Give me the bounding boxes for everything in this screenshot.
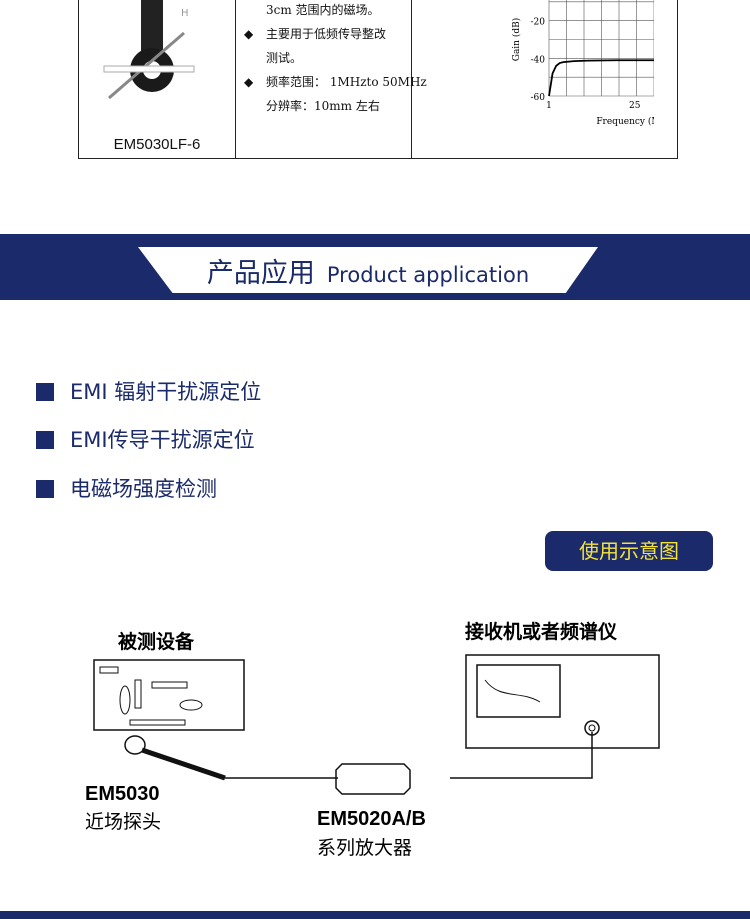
y-axis-label: Gain (dB) bbox=[511, 18, 522, 62]
feature-text: 测试。 bbox=[266, 51, 303, 65]
section-title-zh: 产品应用 bbox=[206, 258, 315, 289]
model-label: EM5030LF-6 bbox=[113, 136, 201, 153]
feature-list: 3cm 范围内的磁场。 ◆主要用于低频传导整改 测试。 ◆频率范围： 1MHzt… bbox=[244, 0, 427, 118]
probe-image: H bbox=[103, 0, 195, 100]
divider bbox=[235, 0, 236, 158]
application-item: 电磁场强度检测 bbox=[36, 473, 217, 503]
amplifier-shape bbox=[335, 763, 411, 795]
dut-label: 被测设备 bbox=[118, 630, 195, 653]
x-tick-label: 25 bbox=[629, 101, 641, 111]
feature-text: 3cm 范围内的磁场。 bbox=[266, 3, 380, 17]
x-axis-label: Frequency (MHz) bbox=[596, 116, 654, 127]
bullet-square-icon bbox=[36, 383, 54, 401]
section-title-en: Product application bbox=[326, 263, 530, 287]
bullet-square-icon bbox=[36, 480, 54, 498]
section-title-plate: 产品应用 Product application bbox=[138, 247, 598, 293]
spec-table: H EM5030LF-6 3cm 范围内的磁场。 ◆主要用于低频传导整改 测试。… bbox=[78, 0, 678, 159]
x-tick-label: 1 bbox=[546, 101, 552, 111]
usage-diagram: 被测设备 接收机或者频谱仪 EM5030 近场探头 EM5020A/B 系列放大… bbox=[85, 620, 660, 859]
application-item: EMI传导干扰源定位 bbox=[36, 424, 255, 454]
y-tick-label: -20 bbox=[531, 18, 546, 28]
probe-model-label: EM5030 bbox=[85, 783, 160, 805]
divider bbox=[411, 0, 412, 158]
application-item: EMI 辐射干扰源定位 bbox=[36, 376, 261, 406]
probe-name-label: 近场探头 bbox=[85, 811, 161, 833]
bottom-band bbox=[0, 911, 750, 919]
bullet-square-icon bbox=[36, 431, 54, 449]
gain-chart: -20-40-6012550Frequency (MHz)Gain (dB) bbox=[511, 0, 654, 127]
feature-text: 主要用于低频传导整改 bbox=[266, 27, 387, 41]
y-tick-label: -40 bbox=[531, 55, 546, 65]
receiver-box bbox=[465, 654, 660, 749]
section-header: 产品应用 Product application bbox=[0, 234, 750, 300]
usage-diagram-button[interactable]: 使用示意图 bbox=[545, 531, 713, 571]
svg-text:H: H bbox=[181, 8, 189, 19]
feature-text: 频率范围： 1MHzto 50MHz bbox=[266, 75, 427, 89]
amp-name-label: 系列放大器 bbox=[317, 837, 412, 859]
feature-text: 分辨率：10mm 左右 bbox=[266, 99, 380, 113]
receiver-label: 接收机或者频谱仪 bbox=[465, 620, 618, 643]
gain-line bbox=[548, 59, 654, 97]
y-tick-label: -60 bbox=[531, 93, 546, 103]
dut-box bbox=[93, 659, 245, 731]
amp-model-label: EM5020A/B bbox=[317, 808, 426, 830]
